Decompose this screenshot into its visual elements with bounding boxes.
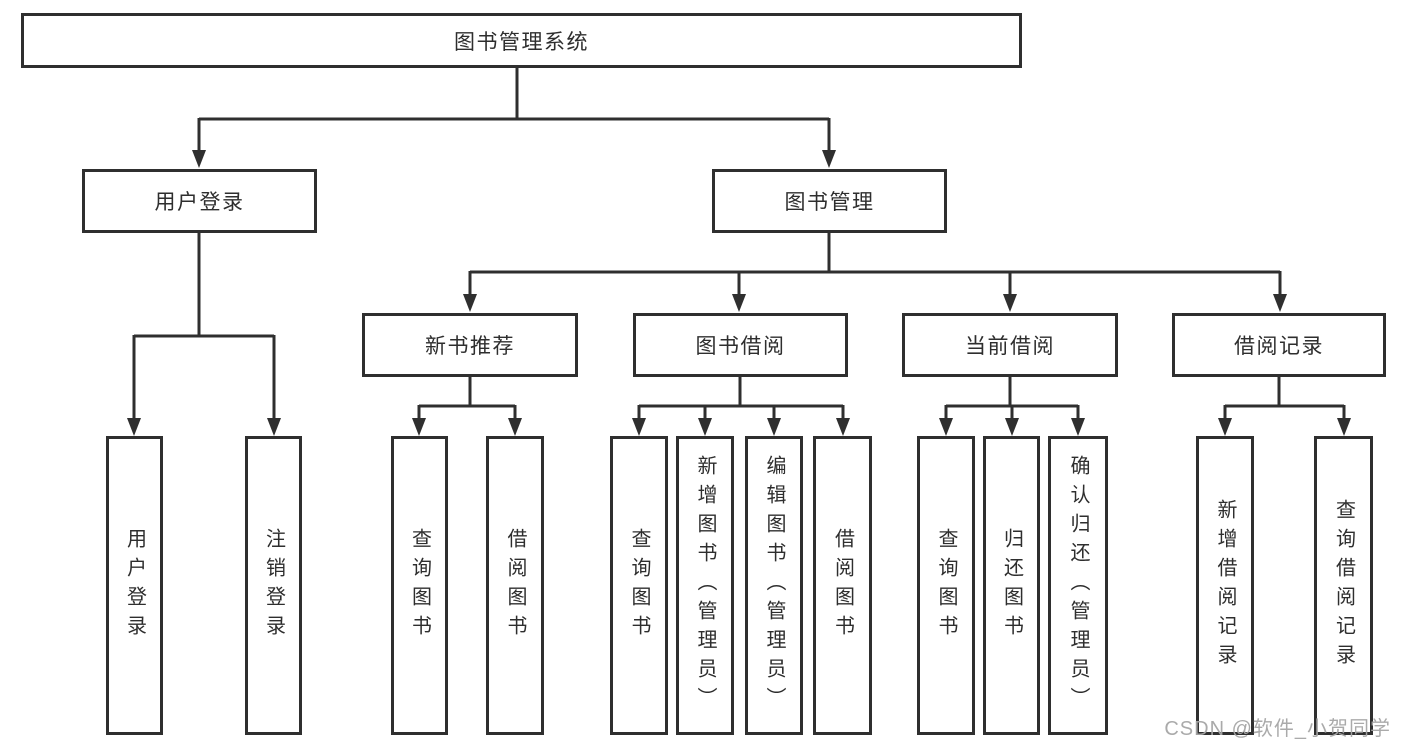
node-label: 图书借阅 — [695, 335, 786, 358]
leaf-label: 查询借阅记录 — [1332, 498, 1355, 673]
leaf-query-books-2: 查询图书 — [610, 436, 668, 735]
node-user-login: 用户登录 — [82, 169, 317, 233]
leaf-borrow-books-2: 借阅图书 — [813, 436, 872, 735]
node-label: 图书管理 — [784, 191, 875, 214]
leaf-query-books-3: 查询图书 — [917, 436, 975, 735]
leaf-edit-books-admin: 编辑图书（管理员） — [745, 436, 803, 735]
leaf-add-borrow-record: 新增借阅记录 — [1196, 436, 1254, 735]
node-new-book-recommend: 新书推荐 — [362, 313, 578, 377]
leaf-label: 查询图书 — [935, 527, 957, 644]
leaf-query-books-1: 查询图书 — [391, 436, 448, 735]
node-library-management-system: 图书管理系统 — [21, 13, 1022, 68]
leaf-label: 新增借阅记录 — [1214, 498, 1236, 673]
node-book-borrowing: 图书借阅 — [633, 313, 848, 377]
leaf-query-borrow-record: 查询借阅记录 — [1314, 436, 1373, 735]
node-label: 图书管理系统 — [454, 30, 589, 54]
node-label: 新书推荐 — [425, 335, 515, 358]
node-label: 当前借阅 — [965, 335, 1055, 358]
leaf-label: 查询图书 — [408, 527, 431, 644]
leaf-label: 借阅图书 — [504, 527, 526, 644]
leaf-label: 归还图书 — [1000, 527, 1023, 644]
leaf-confirm-return-admin: 确认归还（管理员） — [1048, 436, 1108, 735]
leaf-label: 确认归还（管理员） — [1067, 455, 1089, 716]
csdn-watermark: CSDN @软件_小贺同学 — [1164, 718, 1391, 740]
node-borrowing-records: 借阅记录 — [1172, 313, 1386, 377]
leaf-label: 借阅图书 — [831, 527, 854, 644]
leaf-label: 新增图书（管理员） — [694, 455, 716, 716]
leaf-label: 用户登录 — [123, 527, 146, 644]
leaf-logout: 注销登录 — [245, 436, 302, 735]
leaf-return-books: 归还图书 — [983, 436, 1040, 735]
leaf-borrow-books-1: 借阅图书 — [486, 436, 544, 735]
leaf-label: 编辑图书（管理员） — [763, 455, 785, 716]
leaf-label: 查询图书 — [628, 527, 650, 644]
leaf-user-login: 用户登录 — [106, 436, 163, 735]
node-label: 借阅记录 — [1234, 335, 1324, 358]
node-label: 用户登录 — [154, 191, 245, 214]
node-current-borrowing: 当前借阅 — [902, 313, 1118, 377]
leaf-label: 注销登录 — [262, 527, 285, 644]
leaf-add-books-admin: 新增图书（管理员） — [676, 436, 734, 735]
node-book-management: 图书管理 — [712, 169, 947, 233]
